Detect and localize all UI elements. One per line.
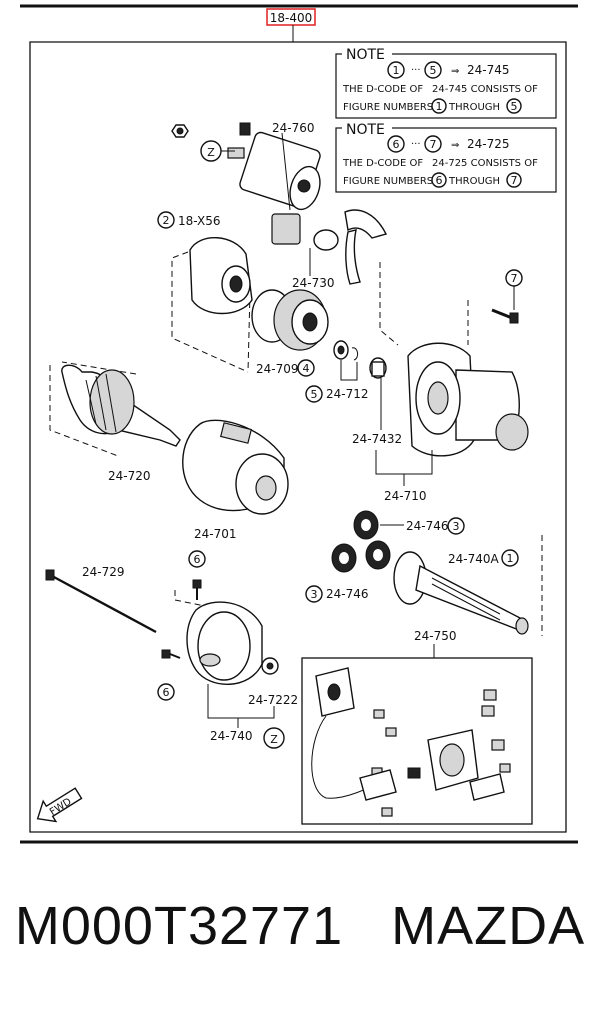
label-24-701[interactable]: 24-701 bbox=[194, 527, 237, 541]
ref-mark-6-bottom bbox=[157, 683, 175, 701]
brush-holder-assembly[interactable] bbox=[311, 667, 511, 817]
gear-housing-cover[interactable] bbox=[189, 236, 253, 315]
ref-mark-4 bbox=[297, 359, 315, 377]
note-2-code: 24-725 bbox=[467, 137, 510, 151]
label-24-712[interactable]: 24-712 bbox=[326, 387, 369, 401]
svg-text:⇒: ⇒ bbox=[451, 66, 459, 77]
note-2-through: THROUGH bbox=[448, 176, 500, 187]
svg-text:5: 5 bbox=[511, 100, 518, 113]
note-box-2: NOTE 6 ··· 7 ⇒ 24-725 THE D-CODE OF 24-7… bbox=[335, 121, 557, 193]
pinion-clutch[interactable] bbox=[251, 289, 329, 351]
label-24-710[interactable]: 24-710 bbox=[384, 489, 427, 503]
through-bolt[interactable] bbox=[45, 569, 157, 634]
drive-end-housing[interactable] bbox=[407, 342, 529, 457]
ref-mark-5 bbox=[305, 385, 323, 403]
svg-text:1: 1 bbox=[507, 552, 514, 565]
plunger-assembly[interactable] bbox=[271, 209, 388, 285]
svg-text:6: 6 bbox=[436, 174, 443, 187]
note-box-1: NOTE 1 ··· 5 ⇒ 24-745 THE D-CODE OF 24-7… bbox=[335, 47, 557, 119]
svg-text:3: 3 bbox=[311, 588, 318, 601]
page-ref-box bbox=[266, 8, 316, 26]
part-number-footer: M000T32771 MAZDA bbox=[14, 896, 586, 956]
svg-text:3: 3 bbox=[453, 520, 460, 533]
svg-text:6: 6 bbox=[163, 686, 170, 699]
screw-6-top[interactable] bbox=[192, 579, 202, 600]
fwd-arrow-icon bbox=[36, 787, 83, 823]
note-2-line2a: FIGURE NUMBERS bbox=[343, 176, 433, 187]
svg-text:7: 7 bbox=[511, 174, 518, 187]
solenoid-switch[interactable] bbox=[227, 122, 325, 213]
svg-text:5: 5 bbox=[311, 388, 318, 401]
page-ref[interactable]: 18-400 bbox=[270, 11, 313, 25]
svg-text:7: 7 bbox=[511, 272, 518, 285]
ref-mark-1 bbox=[501, 549, 519, 567]
planetary-gear-top[interactable] bbox=[353, 510, 391, 570]
svg-text:Z: Z bbox=[207, 146, 215, 159]
label-18-x56[interactable]: 18-X56 bbox=[178, 214, 221, 228]
svg-text:6: 6 bbox=[194, 553, 201, 566]
label-24-720[interactable]: 24-720 bbox=[108, 469, 151, 483]
label-24-740a[interactable]: 24-740A bbox=[448, 552, 500, 566]
ref-mark-3-top bbox=[447, 517, 465, 535]
planetary-shaft[interactable] bbox=[393, 551, 529, 635]
label-24-729[interactable]: 24-729 bbox=[82, 565, 125, 579]
note-1-code: 24-745 bbox=[467, 63, 510, 77]
svg-text:···: ··· bbox=[411, 65, 421, 76]
planetary-gear-left[interactable] bbox=[331, 543, 357, 573]
svg-text:1: 1 bbox=[436, 100, 443, 113]
ref-mark-3-left bbox=[305, 585, 323, 603]
screw-6-left[interactable] bbox=[161, 649, 181, 659]
note-1-line1a: THE D-CODE OF bbox=[342, 84, 423, 95]
note-2-line1a: THE D-CODE OF bbox=[342, 158, 423, 169]
label-24-7222[interactable]: 24-7222 bbox=[248, 693, 298, 707]
note-1-to: 5 bbox=[430, 64, 437, 77]
exploded-parts-diagram: 18-400 NOTE 1 ··· 5 ⇒ 24-745 THE D-CODE … bbox=[20, 4, 578, 844]
field-yoke[interactable] bbox=[182, 419, 289, 515]
assembly-guide-lines bbox=[49, 251, 543, 636]
svg-text:Z: Z bbox=[270, 733, 278, 746]
svg-text:···: ··· bbox=[411, 139, 421, 150]
label-24-740[interactable]: 24-740 bbox=[210, 729, 253, 743]
note-2-heading: NOTE bbox=[346, 122, 385, 138]
bearing-24-7222[interactable] bbox=[261, 657, 279, 675]
bushing[interactable] bbox=[369, 357, 387, 379]
note-2-from: 6 bbox=[393, 138, 400, 151]
note-1-from: 1 bbox=[393, 64, 400, 77]
note-1-line1b: 24-745 CONSISTS OF bbox=[432, 84, 538, 95]
stop-ring-washers[interactable] bbox=[333, 340, 359, 381]
ref-mark-6-top bbox=[188, 550, 206, 568]
diagram-frame bbox=[29, 41, 567, 833]
bolt-7[interactable] bbox=[491, 308, 519, 324]
armature[interactable] bbox=[61, 364, 181, 447]
note-1-through: THROUGH bbox=[448, 102, 500, 113]
label-24-730[interactable]: 24-730 bbox=[292, 276, 335, 290]
note-1-line2a: FIGURE NUMBERS bbox=[343, 102, 433, 113]
label-24-750[interactable]: 24-750 bbox=[414, 629, 457, 643]
svg-text:⇒: ⇒ bbox=[451, 140, 459, 151]
svg-text:4: 4 bbox=[303, 362, 310, 375]
ref-mark-2 bbox=[157, 211, 175, 229]
svg-text:2: 2 bbox=[163, 214, 170, 227]
brush-holder-box bbox=[301, 657, 533, 825]
nut-icon bbox=[171, 124, 189, 138]
note-2-to: 7 bbox=[430, 138, 437, 151]
label-24-746-left[interactable]: 24-746 bbox=[326, 587, 369, 601]
ref-mark-z-bottom bbox=[263, 727, 285, 749]
note-1-heading: NOTE bbox=[346, 47, 385, 63]
label-24-760[interactable]: 24-760 bbox=[272, 121, 315, 135]
note-2-line1b: 24-725 CONSISTS OF bbox=[432, 158, 538, 169]
label-24-7432[interactable]: 24-7432 bbox=[352, 432, 402, 446]
label-24-746-top[interactable]: 24-746 bbox=[406, 519, 449, 533]
commutator-end-frame[interactable] bbox=[186, 601, 263, 685]
label-24-709[interactable]: 24-709 bbox=[256, 362, 299, 376]
